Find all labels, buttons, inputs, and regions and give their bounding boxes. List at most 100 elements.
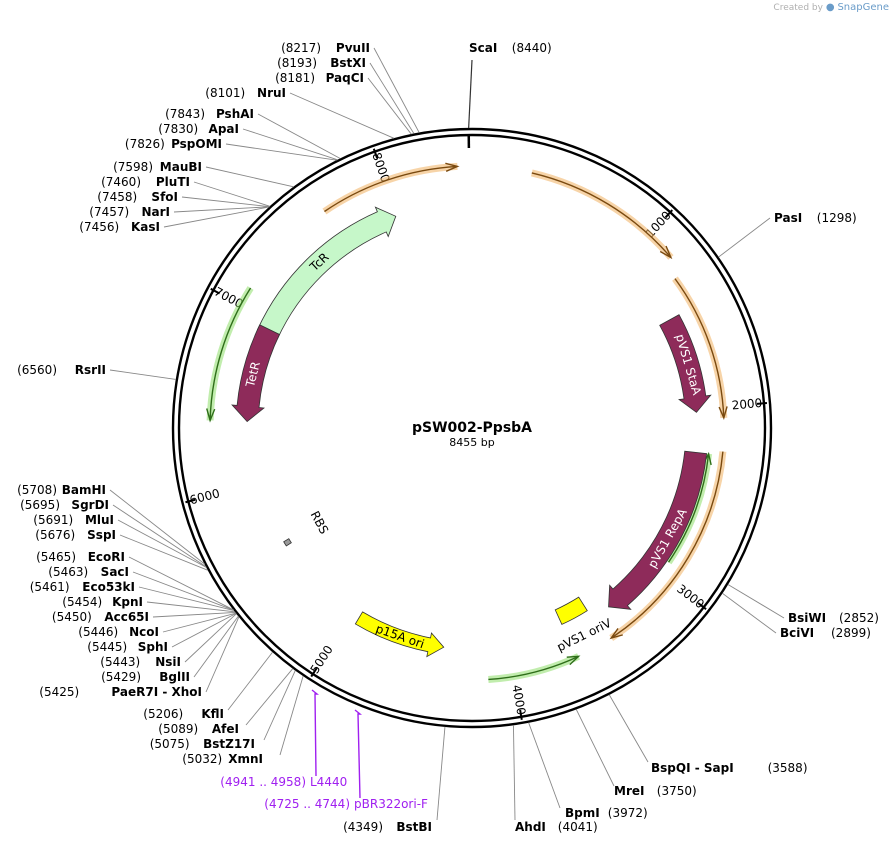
site-position: (5425) [39,685,79,699]
site-name[interactable]: KflI [201,707,224,721]
rbs-arrow[interactable] [283,538,292,547]
site-name[interactable]: NarI [141,205,170,219]
site-name[interactable]: PspOMI [171,137,222,151]
feature-pvs1-repa[interactable]: pVS1 RepA [608,450,708,610]
primer-pbr322ori-f[interactable]: (4725 .. 4744)pBR322ori-F [264,709,428,811]
site-acc65i[interactable]: Acc65I(5450) [52,610,149,624]
site-name[interactable]: MauBI [160,160,202,174]
site-name[interactable]: NsiI [155,655,181,669]
site-paer7i-xhoi[interactable]: PaeR7I - XhoI (5425) [39,685,202,699]
pvs1-staa-arrow[interactable] [659,314,712,413]
feature-rbs[interactable]: RBS [283,509,332,547]
site-kfli[interactable]: KflI(5206) [143,707,224,721]
site-name[interactable]: BsiWI [788,611,826,625]
site-pluti[interactable]: PluTI(7460) [101,175,190,189]
site-name[interactable]: SfoI [151,190,178,204]
site-name[interactable]: BciVI [780,626,814,640]
primer-name[interactable]: pBR322ori-F [354,797,428,811]
site-name[interactable]: BspQI - SapI [651,761,734,775]
site-apai[interactable]: ApaI(7830) [158,122,239,136]
site-nsii[interactable]: NsiI(5443) [100,655,181,669]
site-name[interactable]: SgrDI [71,498,109,512]
site-bglii[interactable]: BglII(5429) [101,670,190,684]
site-name[interactable]: EcoRI [88,550,125,564]
site-name[interactable]: BpmI [565,806,600,820]
site-name[interactable]: Acc65I [104,610,149,624]
site-pspomi[interactable]: PspOMI(7826) [125,137,222,151]
tetr-arrow[interactable] [231,324,281,423]
site-name[interactable]: AfeI [212,722,239,736]
site-pvuii[interactable]: PvuII(8217) [281,41,370,55]
site-scai[interactable]: ScaI(8440) [469,41,552,55]
site-sgrdi[interactable]: SgrDI(5695) [20,498,109,512]
site-position: (5461) [30,580,70,594]
site-name[interactable]: XmnI [228,752,263,766]
primer-name[interactable]: L4440 [310,775,347,789]
site-name[interactable]: KpnI [112,595,143,609]
site-bstz17i[interactable]: BstZ17I(5075) [150,737,255,751]
site-name[interactable]: NcoI [129,625,159,639]
site-mlui[interactable]: MluI(5691) [33,513,114,527]
site-name[interactable]: BamHI [62,483,106,497]
site-name[interactable]: MluI [85,513,114,527]
site-kpni[interactable]: KpnI(5454) [62,595,143,609]
site-name[interactable]: PaqCI [326,71,364,85]
site-name[interactable]: KasI [131,220,160,234]
site-name[interactable]: RsrII [75,363,106,377]
site-rsrii[interactable]: RsrII(6560) [17,363,106,377]
site-name[interactable]: BstBI [396,820,432,834]
site-name[interactable]: MreI [614,784,644,798]
site-bpmi[interactable]: BpmI(3972) [565,806,648,820]
feature-p15a-ori[interactable]: p15A ori [354,611,445,658]
primer-l4440[interactable]: (4941 .. 4958)L4440 [220,689,347,789]
site-bcivi[interactable]: BciVI(2899) [780,626,871,640]
site-bstbi[interactable]: BstBI(4349) [343,820,432,834]
site-name[interactable]: SspI [87,528,116,542]
site-xmni[interactable]: XmnI(5032) [182,752,263,766]
site-name[interactable]: NruI [257,86,286,100]
feature-tetr[interactable]: TetR [231,324,281,423]
site-pshai[interactable]: PshAI(7843) [165,107,254,121]
site-pasi[interactable]: PasI(1298) [774,211,857,225]
site-name[interactable]: PshAI [216,107,254,121]
site-line-bpmi [528,722,561,809]
site-name[interactable]: SphI [138,640,168,654]
feature-pvs1-oriv[interactable]: pVS1 oriV [554,596,615,654]
site-name[interactable]: PvuII [336,41,370,55]
feature-tcr[interactable]: TcR [256,206,397,340]
pvs1-oriv-arrow[interactable] [554,596,588,625]
site-name[interactable]: SacI [101,565,129,579]
site-kasi[interactable]: KasI(7456) [79,220,160,234]
site-maubi[interactable]: MauBI(7598) [113,160,202,174]
site-ecori[interactable]: EcoRI(5465) [36,550,125,564]
pvs1-repa-arrow[interactable] [608,450,708,610]
site-bstxi[interactable]: BstXI(8193) [277,56,366,70]
site-bamhi[interactable]: BamHI(5708) [17,483,106,497]
site-mrei[interactable]: MreI(3750) [614,784,697,798]
site-sphi[interactable]: SphI(5445) [87,640,168,654]
site-name[interactable]: BglII [159,670,190,684]
site-nari[interactable]: NarI(7457) [89,205,170,219]
site-ahdi[interactable]: AhdI(4041) [515,820,598,834]
site-afei[interactable]: AfeI(5089) [158,722,239,736]
site-nrui[interactable]: NruI(8101) [205,86,286,100]
site-name[interactable]: ApaI [209,122,239,136]
site-name[interactable]: BstZ17I [203,737,255,751]
site-ncoi[interactable]: NcoI(5446) [78,625,159,639]
site-sfoi[interactable]: SfoI(7458) [97,190,178,204]
site-name[interactable]: ScaI [469,41,497,55]
site-name[interactable]: AhdI [515,820,546,834]
site-eco53ki[interactable]: Eco53kI (5461) [30,580,135,594]
site-sspi[interactable]: SspI(5676) [35,528,116,542]
site-paqci[interactable]: PaqCI(8181) [275,71,364,85]
site-bsiwi[interactable]: BsiWI(2852) [788,611,879,625]
site-name[interactable]: Eco53kI [82,580,135,594]
site-bspqi-sapi[interactable]: BspQI - SapI(3588) [651,761,808,775]
site-saci[interactable]: SacI(5463) [48,565,129,579]
site-name[interactable]: PaeR7I - XhoI [111,685,202,699]
p15a-ori-arrow[interactable] [354,611,445,658]
site-name[interactable]: PluTI [156,175,190,189]
site-name[interactable]: BstXI [330,56,366,70]
tcr-arrow[interactable] [256,206,397,340]
site-name[interactable]: PasI [774,211,802,225]
